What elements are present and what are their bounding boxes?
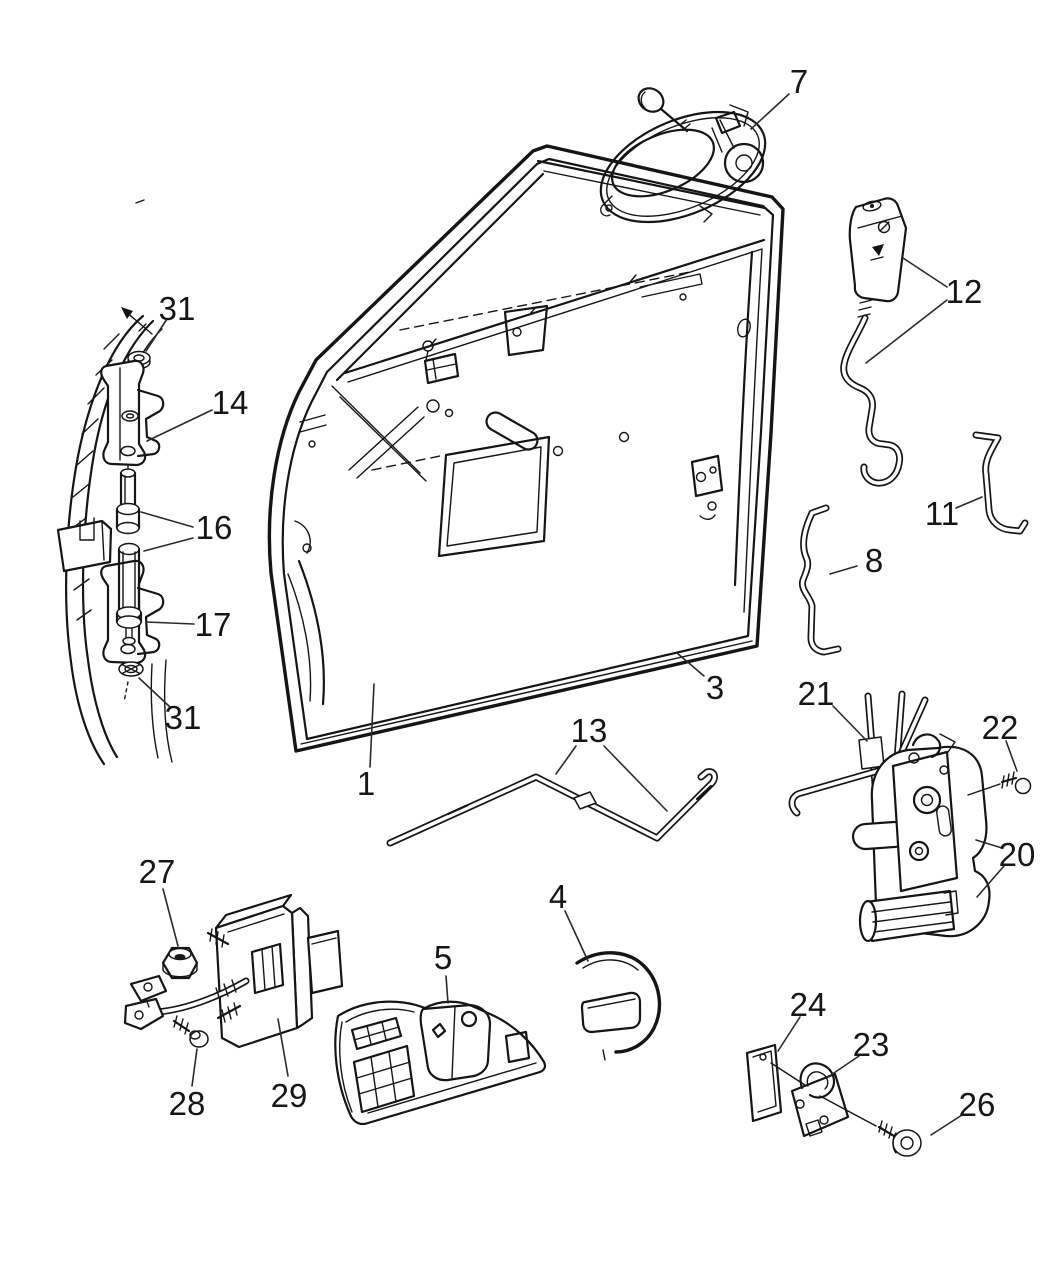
door-check-29 — [123, 893, 344, 1049]
check-nut-27 — [161, 946, 199, 980]
callout-1: 1 — [357, 765, 375, 802]
callout-29: 29 — [271, 1077, 308, 1114]
lock-rod-8 — [798, 504, 842, 656]
callout-16: 16 — [196, 509, 233, 546]
callout-14: 14 — [212, 384, 249, 421]
door-panel — [267, 144, 785, 753]
callout-7: 7 — [790, 63, 808, 100]
striker-shim-24 — [745, 1043, 809, 1123]
alignment-arrow — [121, 307, 153, 335]
upper-hinge — [100, 359, 165, 473]
callout-26: 26 — [959, 1086, 996, 1123]
latch-screw-22 — [967, 771, 1032, 796]
callout-17: 17 — [195, 606, 232, 643]
callout-22: 22 — [982, 709, 1019, 746]
upper-hinge-pin — [115, 468, 141, 535]
callout-20: 20 — [999, 836, 1036, 873]
check-screw-28 — [172, 1015, 209, 1048]
callout-12: 12 — [946, 273, 983, 310]
striker-screw-26 — [877, 1120, 922, 1157]
outside-handle — [599, 104, 767, 224]
leader-lines — [138, 93, 1018, 1136]
linkage-rod-13 — [386, 768, 718, 847]
callout-3: 3 — [706, 669, 724, 706]
lower-hinge-nut — [118, 661, 144, 703]
body-hinge-pillar — [56, 199, 173, 766]
switch-bezel-5 — [334, 1000, 547, 1126]
striker-23 — [790, 1062, 877, 1138]
door-key — [637, 87, 691, 133]
callout-4: 4 — [549, 878, 567, 915]
inner-panel-details — [287, 271, 751, 706]
handle-cup-4 — [575, 951, 662, 1061]
lower-hinge-pin — [115, 542, 143, 646]
callout-13: 13 — [571, 712, 608, 749]
callout-31-upper: 31 — [159, 290, 196, 327]
callout-24: 24 — [790, 986, 827, 1023]
tick-mark — [135, 199, 145, 204]
callout-labels: 31 14 16 17 31 7 12 11 8 3 1 13 21 22 20… — [139, 63, 1036, 1123]
callout-8: 8 — [865, 542, 883, 579]
callout-11: 11 — [925, 495, 959, 532]
callout-27: 27 — [139, 853, 176, 890]
door-latch-20 — [851, 733, 991, 943]
lock-knob-rod-12 — [840, 197, 908, 487]
callout-21: 21 — [798, 675, 835, 712]
callout-31-lower: 31 — [165, 699, 202, 736]
lock-rod-11 — [972, 431, 1029, 535]
callout-5: 5 — [434, 939, 452, 976]
callout-23: 23 — [853, 1026, 890, 1063]
callout-28: 28 — [169, 1085, 206, 1122]
